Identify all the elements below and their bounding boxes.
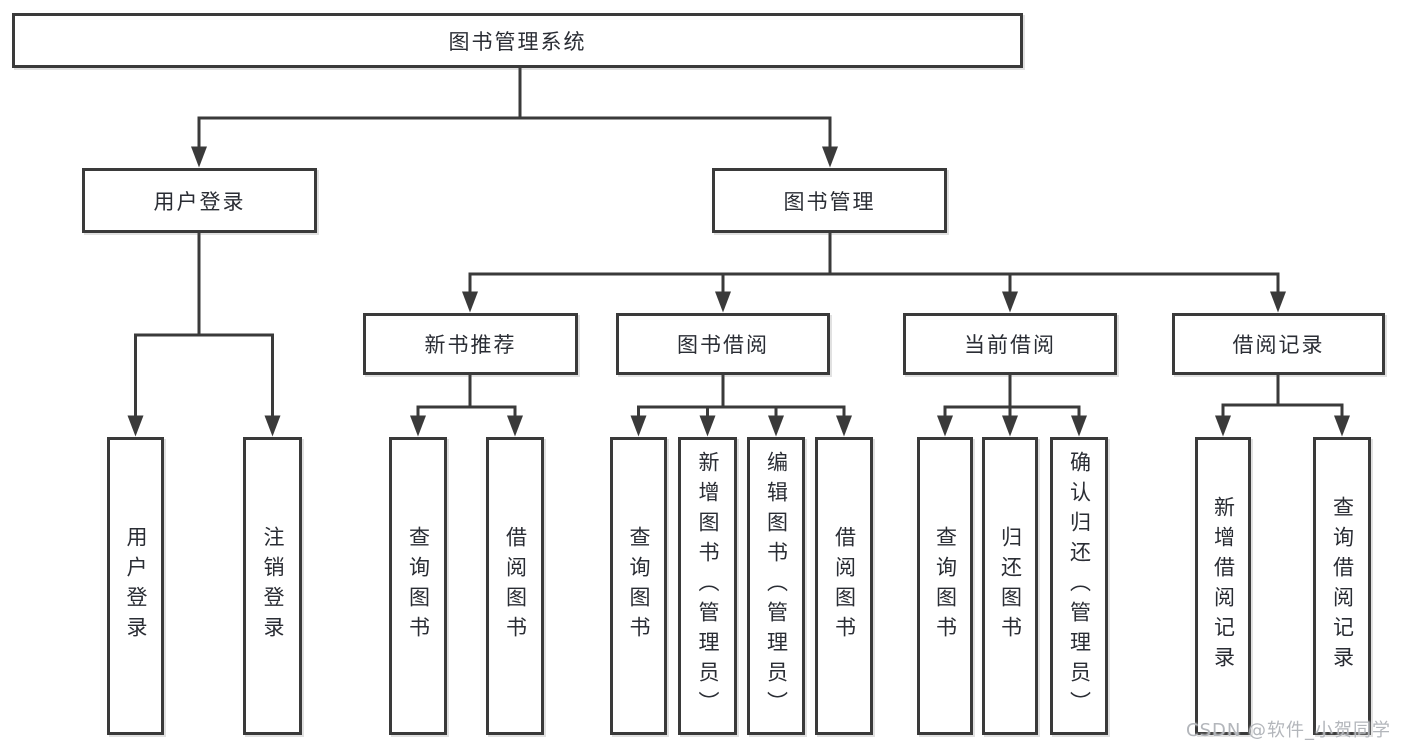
leaf-user-login-label: 用户登录 (124, 526, 148, 646)
node-book-borrow-label: 图书借阅 (677, 333, 769, 357)
arrow-to-current-borrow (1002, 272, 1018, 313)
leaf-nbr-borrow-books-label: 借阅图书 (503, 526, 528, 646)
leaf-logout: 注销登录 (243, 437, 302, 735)
arrow-bb-edit-books (768, 405, 784, 437)
leaf-cb-return-books-label: 归还图书 (998, 526, 1023, 646)
node-current-borrow: 当前借阅 (903, 313, 1117, 375)
node-root-label: 图书管理系统 (448, 29, 587, 54)
arrow-to-borrow-records (1270, 272, 1286, 313)
leaf-bb-query-books: 查询图书 (610, 437, 667, 735)
node-current-borrow-label: 当前借阅 (964, 333, 1056, 357)
watermark: CSDN @软件_小贺同学 (1186, 720, 1392, 741)
node-root: 图书管理系统 (12, 13, 1023, 68)
leaf-logout-label: 注销登录 (261, 526, 285, 646)
arrow-to-book-borrow (715, 272, 731, 313)
leaf-cb-query-books: 查询图书 (917, 437, 973, 735)
leaf-br-add-record-label: 新增借阅记录 (1211, 496, 1236, 676)
leaf-bb-edit-books-admin: 编辑图书（管理员） (747, 437, 805, 735)
leaf-bb-add-books-admin-label: 新增图书（管理员） (696, 451, 720, 721)
leaf-bb-query-books-label: 查询图书 (627, 526, 651, 646)
node-new-book-recommend-label: 新书推荐 (424, 333, 517, 357)
arrow-nbr-borrow-books (507, 405, 523, 437)
leaf-br-add-record: 新增借阅记录 (1195, 437, 1251, 735)
connector-new-book-recommend-group (416, 373, 517, 409)
node-new-book-recommend: 新书推荐 (363, 313, 578, 375)
arrow-br-add-record (1215, 403, 1231, 437)
node-user-login-label: 用户登录 (153, 189, 246, 214)
arrow-br-query-record (1334, 403, 1350, 437)
leaf-bb-edit-books-admin-label: 编辑图书（管理员） (764, 451, 789, 721)
node-book-borrow: 图书借阅 (616, 313, 830, 375)
arrow-bb-add-books (699, 405, 716, 437)
leaf-bb-add-books-admin: 新增图书（管理员） (678, 437, 737, 735)
connector-borrow-records-group (1221, 373, 1344, 407)
connector-root-to-level2 (197, 66, 832, 120)
leaf-bb-borrow-books: 借阅图书 (815, 437, 873, 735)
arrow-bb-query-books (630, 405, 647, 437)
leaf-cb-return-books: 归还图书 (982, 437, 1038, 735)
arrow-to-new-book-recommend (462, 272, 478, 313)
node-borrow-records-label: 借阅记录 (1232, 333, 1325, 357)
node-book-management-label: 图书管理 (783, 189, 876, 214)
leaf-br-query-record: 查询借阅记录 (1313, 437, 1371, 735)
connector-user-login-group (134, 231, 274, 337)
connector-book-management-group (468, 231, 1280, 276)
arrow-cb-return-books (1002, 405, 1018, 437)
node-book-management: 图书管理 (712, 168, 947, 233)
arrow-nbr-query-books (410, 405, 426, 437)
leaf-bb-borrow-books-label: 借阅图书 (832, 526, 857, 646)
arrow-to-leaf-login (127, 333, 144, 437)
node-borrow-records: 借阅记录 (1172, 313, 1385, 375)
leaf-nbr-borrow-books: 借阅图书 (486, 437, 544, 735)
leaf-br-query-record-label: 查询借阅记录 (1330, 496, 1355, 676)
leaf-cb-query-books-label: 查询图书 (933, 526, 958, 646)
connector-book-borrow-group (637, 373, 846, 409)
connector-current-borrow-group (943, 373, 1081, 409)
arrow-cb-confirm-return (1071, 405, 1087, 437)
arrow-bb-borrow-books (836, 405, 852, 437)
node-user-login: 用户登录 (82, 168, 317, 233)
leaf-nbr-query-books: 查询图书 (389, 437, 447, 735)
arrow-to-book-management (822, 116, 838, 168)
leaf-user-login: 用户登录 (107, 437, 164, 735)
leaf-cb-confirm-return-admin: 确认归还（管理员） (1050, 437, 1108, 735)
leaf-cb-confirm-return-admin-label: 确认归还（管理员） (1067, 451, 1092, 721)
arrow-to-leaf-logout (264, 333, 281, 437)
arrow-to-user-login (191, 116, 207, 168)
leaf-nbr-query-books-label: 查询图书 (406, 526, 431, 646)
arrow-cb-query-books (937, 405, 953, 437)
